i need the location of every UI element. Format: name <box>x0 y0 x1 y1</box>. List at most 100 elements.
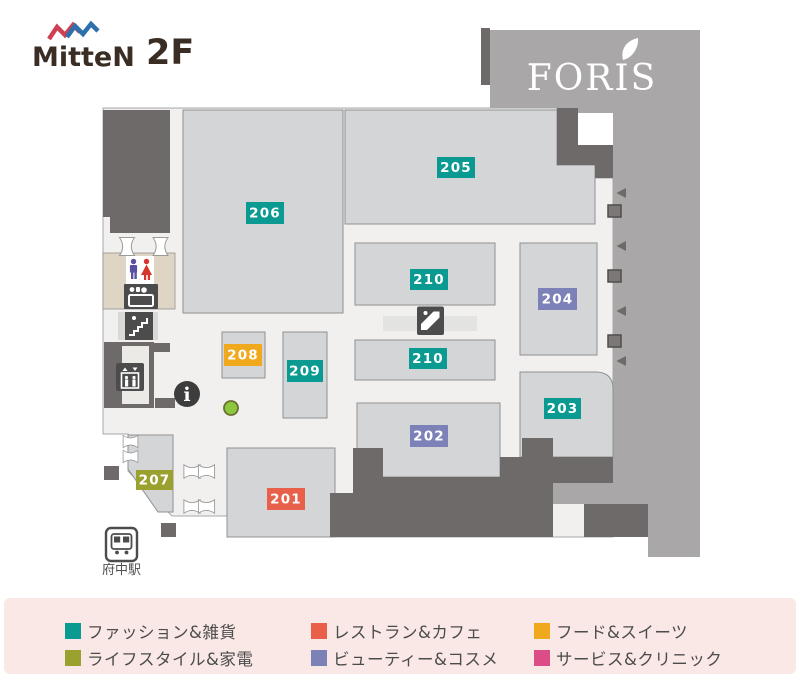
area-210-upper-label[interactable]: 210 <box>410 269 448 290</box>
mens-restroom-icon <box>129 258 138 279</box>
escalator <box>383 306 477 335</box>
foris-tower-top <box>490 30 700 113</box>
pillar <box>104 466 119 480</box>
door-icon <box>152 237 169 256</box>
legend-item-beauty: ビューティー&コスメ <box>311 646 498 670</box>
foris-building: FORIS <box>481 28 700 557</box>
area-210-lower[interactable] <box>354 339 496 381</box>
floor-map: FORIS <box>32 20 700 578</box>
brand-logo: MitteN 2F <box>32 20 194 73</box>
area-208-label[interactable]: 208 <box>224 344 262 366</box>
foris-tower-column <box>613 113 700 537</box>
area-206-label[interactable]: 206 <box>246 202 284 224</box>
logo-zigzag-blue <box>65 20 100 39</box>
doorway-icon <box>607 204 622 218</box>
svg-text:209: 209 <box>289 364 321 380</box>
area-203-label[interactable]: 203 <box>544 398 581 419</box>
entrance-arrow-icon <box>616 356 626 366</box>
legend-item-food: フード&スイーツ <box>534 619 688 643</box>
backyard-block-topleft <box>103 110 170 233</box>
legend-swatch-icon <box>311 623 327 639</box>
wall <box>330 493 355 537</box>
area-209-label[interactable]: 209 <box>287 360 323 382</box>
pillar <box>161 523 176 537</box>
doorway-icon <box>607 334 622 348</box>
legend-swatch-icon <box>65 650 81 666</box>
wall <box>500 457 553 537</box>
wall <box>553 457 613 483</box>
foris-annex <box>553 483 613 504</box>
foris-tower-foot <box>648 537 700 557</box>
info-glyph: i <box>183 384 190 406</box>
landmark-dot <box>223 400 239 416</box>
legend-item-fashion: ファッション&雑貨 <box>65 619 236 643</box>
foris-leaf-icon <box>622 38 639 60</box>
area-207-label[interactable]: 207 <box>136 470 173 490</box>
foris-wall-fin <box>481 28 490 85</box>
elevator-icon <box>116 363 144 391</box>
womens-restroom-icon <box>141 258 152 280</box>
legend-item-restaurant: レストラン&カフェ <box>311 619 482 643</box>
legend-item-lifestyle: ライフスタイル&家電 <box>65 646 253 670</box>
rooms <box>127 109 614 538</box>
brand-name: MitteN <box>32 42 135 73</box>
door-icon <box>197 463 216 480</box>
area-204-label[interactable]: 204 <box>538 288 577 310</box>
restrooms <box>124 256 158 309</box>
svg-text:205: 205 <box>440 160 472 176</box>
legend-swatch-icon <box>534 623 550 639</box>
entrance-arrow-icon <box>616 188 626 198</box>
svg-text:206: 206 <box>249 206 281 222</box>
area-202-label[interactable]: 202 <box>410 425 448 447</box>
legend-item-service: サービス&クリニック <box>534 646 722 670</box>
legend-label: ファッション&雑貨 <box>87 623 237 642</box>
svg-text:204: 204 <box>542 292 574 308</box>
vending-icon <box>124 284 158 309</box>
wall <box>155 398 175 408</box>
legend-label: ビューティー&コスメ <box>333 650 499 669</box>
elevator <box>116 346 149 404</box>
svg-text:210: 210 <box>413 272 445 288</box>
wall <box>584 504 648 537</box>
door-icon <box>122 449 139 464</box>
svg-text:208: 208 <box>227 348 259 364</box>
information-point: i <box>174 381 200 407</box>
stairs <box>118 312 158 340</box>
foris-logo-text: FORIS <box>527 58 657 99</box>
area-labels: 201 202 203 204 205 206 207 208 <box>136 157 581 510</box>
doorway-icon <box>607 269 622 283</box>
svg-text:210: 210 <box>412 351 444 367</box>
floor-indicator: 2F <box>146 33 194 73</box>
svg-text:203: 203 <box>547 401 579 417</box>
door-icon <box>183 463 201 480</box>
area-201-label[interactable]: 201 <box>267 488 305 510</box>
info-icon <box>174 381 200 407</box>
area-205-label[interactable]: 205 <box>437 157 475 178</box>
legend-swatch-icon <box>311 650 327 666</box>
area-210-lower-label[interactable]: 210 <box>409 348 447 369</box>
escalator-well <box>444 316 477 331</box>
wall <box>147 343 170 352</box>
entrance-markers <box>607 188 626 366</box>
entrance-arrow-icon <box>616 306 626 316</box>
legend-swatch-icon <box>65 623 81 639</box>
facilities: i 府中駅 <box>102 188 626 578</box>
service-corridor <box>353 477 500 537</box>
svg-text:207: 207 <box>139 473 171 489</box>
entrance-arrow-icon <box>616 241 626 251</box>
svg-text:201: 201 <box>270 492 302 508</box>
step-wall-right <box>557 108 613 178</box>
legend-label: ライフスタイル&家電 <box>87 650 254 669</box>
legend-label: フード&スイーツ <box>556 623 689 642</box>
escalator-well <box>383 316 417 331</box>
station: 府中駅 <box>102 526 141 578</box>
door-icon <box>183 498 201 515</box>
wall <box>522 438 553 458</box>
door-icon <box>197 498 216 515</box>
legend-swatch-icon <box>534 650 550 666</box>
legend-label: レストラン&カフェ <box>333 623 483 642</box>
station-label: 府中駅 <box>102 563 141 578</box>
svg-text:202: 202 <box>413 429 445 445</box>
legend-label: サービス&クリニック <box>556 650 723 669</box>
door-icon <box>118 237 136 256</box>
